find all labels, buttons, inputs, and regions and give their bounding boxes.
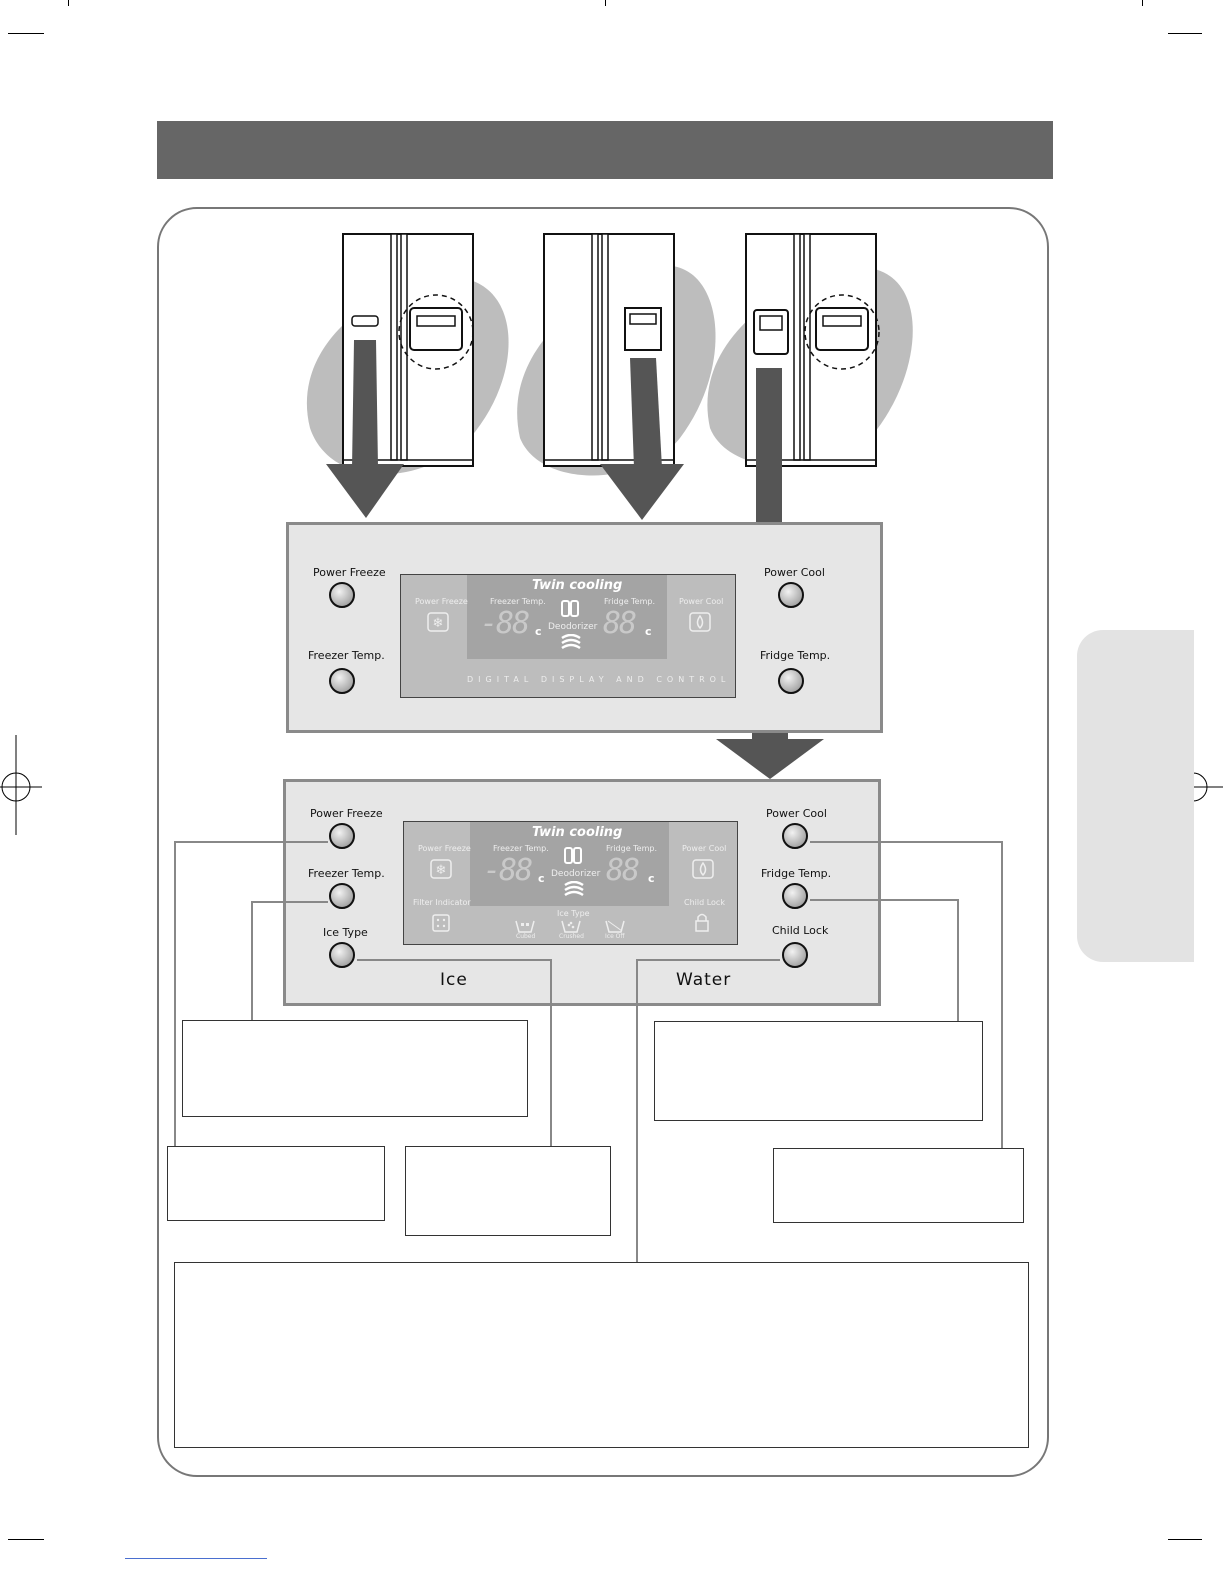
- deodorizer-icon: [560, 600, 580, 618]
- power-cool-button[interactable]: [778, 582, 804, 608]
- cubed-label: Cubed: [516, 933, 536, 940]
- lock-icon: [694, 912, 710, 936]
- freezer-temp-digits: -88: [480, 606, 530, 641]
- snowflake-icon: ❄: [430, 859, 452, 883]
- ice-label: Ice: [440, 970, 468, 990]
- chapter-side-tab: [1077, 630, 1194, 962]
- disp-power-freeze-label: Power Freeze: [415, 597, 468, 606]
- cubed-ice-icon: [515, 918, 535, 937]
- fridge-temp-digits: 88: [603, 606, 637, 641]
- callout-freezer-temp: [182, 1020, 528, 1117]
- ice-off-icon: [605, 918, 625, 937]
- freezer-temp-digits: -88: [483, 853, 533, 888]
- svg-text:❄: ❄: [436, 863, 447, 878]
- freezer-temp-label: Freezer Temp.: [308, 649, 385, 662]
- power-cool-button[interactable]: [782, 823, 808, 849]
- power-freeze-label: Power Freeze: [313, 566, 386, 579]
- snowflake-icon: ❄: [427, 612, 449, 636]
- celsius-unit: c: [538, 872, 545, 885]
- water-label: Water: [676, 970, 732, 990]
- celsius-unit: c: [535, 625, 542, 638]
- deodorizer-label: Deodorizer: [548, 622, 598, 632]
- fridge-temp-label: Fridge Temp.: [761, 867, 832, 880]
- refrigerator-model-1: [326, 233, 474, 518]
- crushed-label: Crushed: [559, 933, 584, 940]
- disp-child-lock-label: Child Lock: [684, 898, 725, 907]
- power-freeze-button[interactable]: [329, 823, 355, 849]
- down-arrow-icon: [716, 731, 824, 779]
- power-cool-label: Power Cool: [766, 807, 827, 820]
- disp-fridge-temp-label: Fridge Temp.: [604, 597, 656, 606]
- section-header-bar: [157, 121, 1053, 179]
- fridge-temp-digits: 88: [606, 853, 640, 888]
- fan-mode-icon: [563, 880, 585, 901]
- refrigerator-model-3: [745, 233, 880, 528]
- display-footer-text: DIGITAL DISPLAY AND CONTROL: [467, 675, 731, 684]
- deodorizer-icon: [563, 847, 583, 869]
- twin-cooling-label: Twin cooling: [532, 825, 623, 840]
- disp-ice-type-label: Ice Type: [557, 909, 590, 918]
- freezer-temp-button[interactable]: [329, 883, 355, 909]
- filter-icon: [432, 914, 450, 936]
- svg-text:❄: ❄: [433, 616, 444, 631]
- ice-type-button[interactable]: [329, 942, 355, 968]
- fridge-temp-button[interactable]: [782, 883, 808, 909]
- disp-freezer-temp-label: Freezer Temp.: [490, 597, 546, 606]
- freezer-temp-button[interactable]: [329, 668, 355, 694]
- power-freeze-button[interactable]: [329, 582, 355, 608]
- disp-power-freeze-label: Power Freeze: [418, 844, 471, 853]
- child-lock-button[interactable]: [782, 942, 808, 968]
- refrigerator-illustrations: [306, 233, 913, 528]
- ice-type-label: Ice Type: [323, 926, 368, 939]
- callout-power-cool: [773, 1148, 1024, 1223]
- freezer-temp-label: Freezer Temp.: [308, 867, 385, 880]
- fan-mode-icon: [560, 633, 582, 654]
- fridge-temp-label: Fridge Temp.: [760, 649, 831, 662]
- twin-cooling-label: Twin cooling: [532, 578, 623, 593]
- child-lock-label: Child Lock: [772, 924, 829, 937]
- crushed-ice-icon: [561, 918, 581, 937]
- content-frame: [157, 207, 1049, 1477]
- deodorizer-label: Deodorizer: [551, 869, 601, 879]
- callout-fridge-temp: [654, 1021, 983, 1121]
- registration-mark-left: [0, 735, 42, 835]
- water-drop-icon: [692, 859, 714, 883]
- callout-child-lock: [174, 1262, 1029, 1448]
- celsius-unit: c: [648, 872, 655, 885]
- fridge-temp-button[interactable]: [778, 668, 804, 694]
- disp-fridge-temp-label: Fridge Temp.: [606, 844, 658, 853]
- power-cool-label: Power Cool: [764, 566, 825, 579]
- disp-power-cool-label: Power Cool: [679, 597, 724, 606]
- power-freeze-label: Power Freeze: [310, 807, 383, 820]
- callout-power-freeze: [167, 1146, 385, 1221]
- disp-freezer-temp-label: Freezer Temp.: [493, 844, 549, 853]
- celsius-unit: c: [645, 625, 652, 638]
- callout-ice-type: [405, 1146, 611, 1236]
- refrigerator-model-2: [543, 233, 684, 520]
- water-drop-icon: [689, 612, 711, 636]
- disp-power-cool-label: Power Cool: [682, 844, 727, 853]
- ice-off-label: Ice Off: [605, 933, 625, 940]
- filter-indicator-label: Filter Indicator: [413, 898, 471, 907]
